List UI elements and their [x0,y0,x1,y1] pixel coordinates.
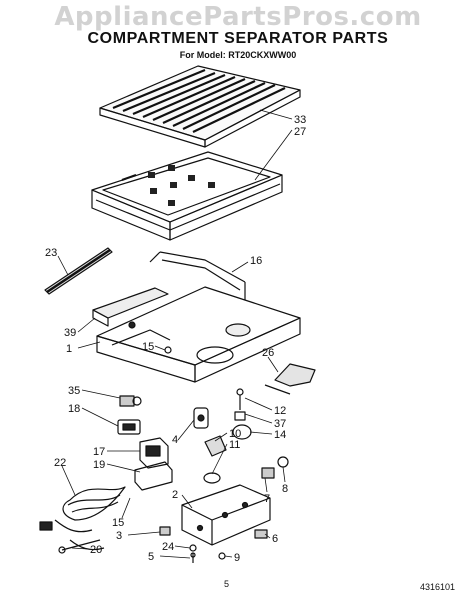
page-number: 5 [224,579,230,589]
callout-4: 4 [172,434,178,446]
callout-11: 11 [229,439,240,451]
part-9-nut [218,552,226,560]
callout-20: 20 [90,544,102,556]
callout-17: 17 [93,446,105,458]
part-23-strip [44,247,113,295]
model-line: For Model: RT20CKXWW00 [179,50,297,60]
part-6-clip [254,529,268,539]
callout-7: 7 [264,493,270,505]
part-24-screw [189,544,197,552]
part-4-thermostat [193,407,209,429]
part-10-11-sensor [203,435,227,484]
callout-35: 35 [68,385,80,397]
callout-39: 39 [64,327,76,339]
callout-19: 19 [93,459,105,471]
callout-14: 14 [274,429,286,441]
callout-26: 26 [262,347,274,359]
callout-12: 12 [274,405,286,417]
callout-8: 8 [282,483,288,495]
part-26-bracket [264,363,316,395]
callout-15-bottom: 15 [112,517,124,529]
callout-16: 16 [250,255,262,267]
callout-27: 27 [294,126,306,138]
part-18-housing [117,419,141,435]
part-33-grille [99,65,301,148]
part-17-control [139,437,169,469]
callout-23: 23 [45,247,57,259]
callout-15-top: 15 [142,341,154,353]
part-2-base [181,484,271,546]
part-5-screw [190,552,196,563]
part-39-block [92,287,169,327]
part-22-harness [39,486,126,551]
part-1-separator [96,251,301,383]
callout-22: 22 [54,457,66,469]
callout-6: 6 [272,533,278,545]
callout-37: 37 [274,418,286,430]
part-19-cover [134,461,173,491]
document-number: 4316101 [420,582,456,592]
part-20-wire [58,539,101,554]
callout-9: 9 [234,552,240,564]
callout-1: 1 [66,343,72,355]
callout-labels: 33 27 23 16 39 1 15 26 35 18 12 37 14 10… [45,114,306,564]
leader-lines [57,109,293,559]
callout-5: 5 [148,551,154,563]
callout-18: 18 [68,403,80,415]
callout-24: 24 [162,541,174,553]
callout-33: 33 [294,114,306,126]
part-3-connector [159,526,171,536]
callout-3: 3 [116,530,122,542]
part-35-knob [119,395,142,407]
watermark: AppliancePartsPros.com [54,2,422,32]
callout-2: 2 [172,489,178,501]
callout-10: 10 [229,428,241,440]
diagram-title: COMPARTMENT SEPARATOR PARTS [87,30,389,47]
part-27-frame [91,151,283,241]
